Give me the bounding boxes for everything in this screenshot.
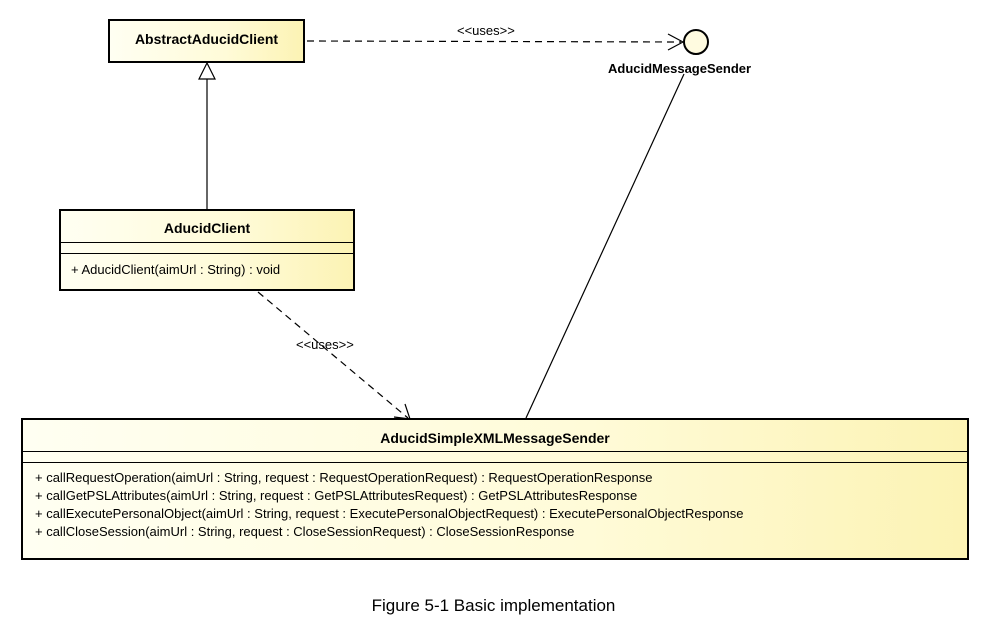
hollow-triangle-arrowhead	[198, 61, 216, 80]
operations-compartment: + callRequestOperation(aimUrl : String, …	[23, 463, 967, 541]
operations-divider	[61, 253, 353, 254]
operation: + callExecutePersonalObject(aimUrl : Str…	[35, 506, 744, 521]
class-aducid-client: AducidClient + AducidClient(aimUrl : Str…	[59, 209, 355, 291]
class-name: AducidClient	[163, 220, 251, 236]
uses-label-middle: <<uses>>	[296, 337, 354, 352]
class-aducid-simple-xml-message-sender: AducidSimpleXMLMessageSender + callReque…	[21, 418, 969, 560]
operation: + callGetPSLAttributes(aimUrl : String, …	[35, 488, 638, 503]
operation: + callCloseSession(aimUrl : String, requ…	[35, 524, 575, 539]
attributes-divider	[23, 451, 967, 452]
attributes-compartment	[23, 452, 967, 462]
class-name: AducidSimpleXMLMessageSender	[380, 430, 610, 446]
uses-dependency-line-top	[306, 40, 682, 43]
open-arrowhead-middle	[393, 403, 411, 420]
attributes-divider	[61, 242, 353, 243]
operations-divider	[23, 462, 967, 463]
operation: + callRequestOperation(aimUrl : String, …	[35, 470, 653, 485]
uses-label-top: <<uses>>	[457, 23, 515, 38]
attributes-compartment	[61, 243, 353, 253]
uses-dependency-line-middle	[257, 291, 409, 419]
class-name: AbstractAducidClient	[134, 31, 279, 47]
interface-circle-icon	[683, 29, 709, 55]
interface-name: AducidMessageSender	[608, 61, 752, 76]
realization-line	[525, 73, 685, 419]
operations-compartment: + AducidClient(aimUrl : String) : void	[61, 254, 353, 279]
operation: + AducidClient(aimUrl : String) : void	[71, 262, 281, 277]
figure-caption: Figure 5-1 Basic implementation	[371, 596, 616, 615]
class-abstract-aducid-client: AbstractAducidClient	[108, 19, 305, 63]
